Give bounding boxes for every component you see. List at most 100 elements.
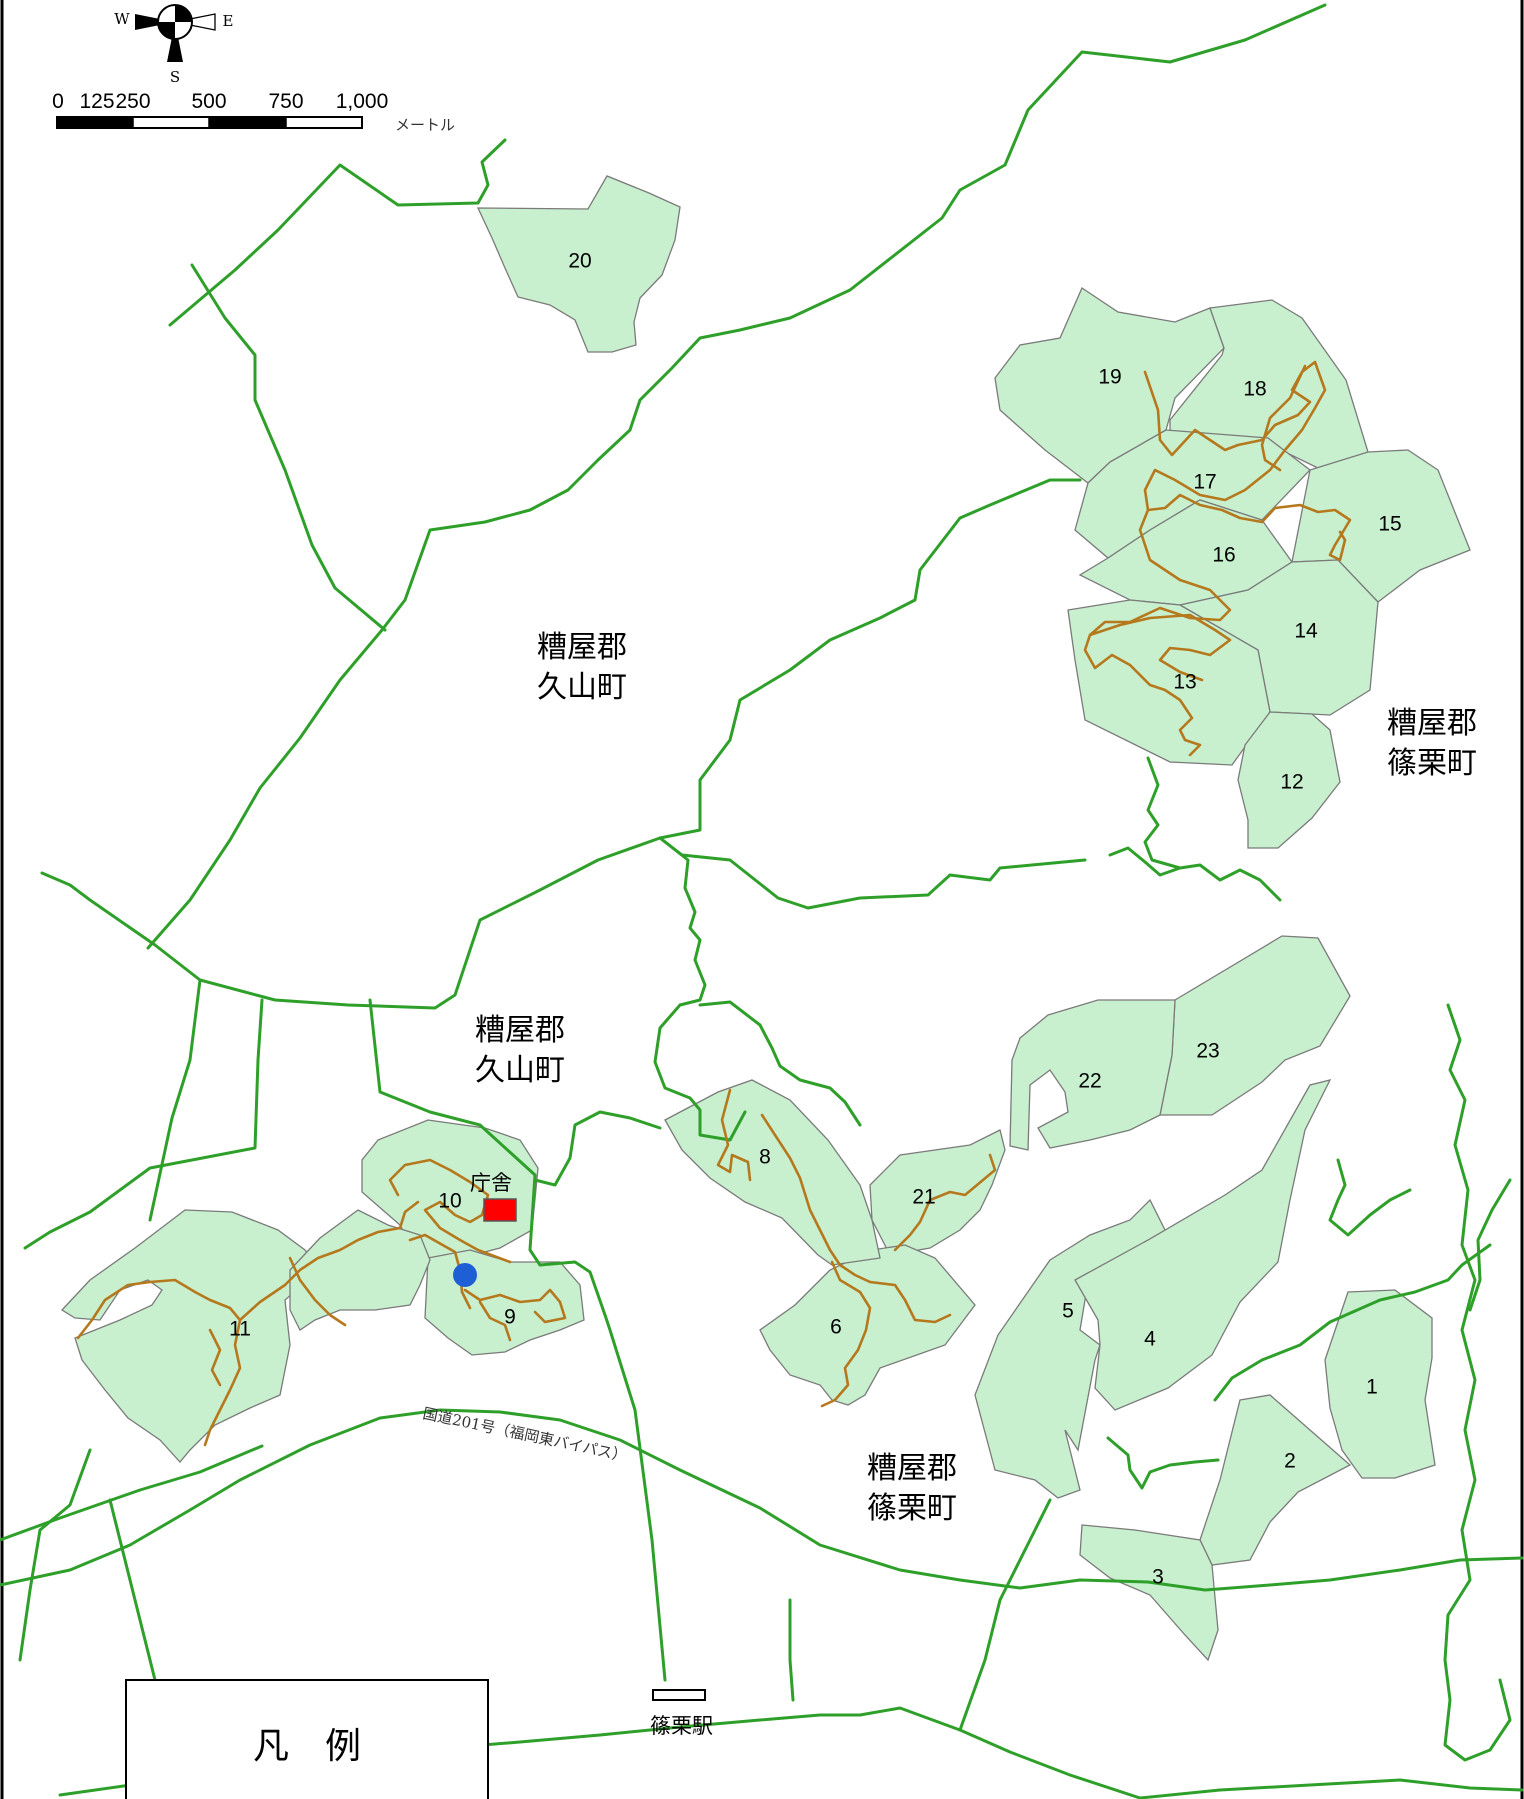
parcel-5[interactable] [974, 1198, 1171, 1499]
parcel-2[interactable] [1199, 1394, 1352, 1566]
legend: 凡 例 [125, 1679, 489, 1799]
place-hisayama-top-2: 久山町 [537, 670, 627, 705]
place-names: 糟屋郡 久山町 糟屋郡 久山町 糟屋郡 篠栗町 糟屋郡 篠栗町 [475, 630, 1477, 1526]
road-ne-main [146, 3, 1327, 950]
parcel-label-13: 13 [1173, 671, 1196, 694]
place-sasaguri-right-2: 篠栗町 [1387, 746, 1477, 781]
parcel-11[interactable] [60, 1209, 321, 1463]
trail-11 [76, 1278, 242, 1447]
road-west-vert [23, 998, 264, 1250]
parcel-20[interactable] [476, 175, 681, 353]
scale-bar: 0 125 250 500 750 1,000 メートル [52, 90, 455, 134]
road-mid-east [1213, 1243, 1492, 1402]
road-south-loop [1106, 1436, 1220, 1490]
scale-tick-1000: 1,000 [336, 90, 389, 113]
parcel-label-12: 12 [1280, 771, 1303, 794]
road-south-center2 [958, 1498, 1052, 1732]
parcel-21[interactable] [869, 1129, 1006, 1256]
road-center-n [658, 836, 1087, 910]
trail-9b [478, 1300, 512, 1342]
trail-13-17 [1083, 360, 1327, 757]
parcel-label-23: 23 [1196, 1040, 1219, 1063]
station: 篠栗駅 [650, 1689, 713, 1738]
compass: W E S [114, 4, 234, 86]
trail-8b [760, 1113, 872, 1284]
scale-tick-750: 750 [268, 90, 303, 113]
parcel-3[interactable] [1079, 1524, 1219, 1662]
parcel-11b[interactable] [289, 1209, 431, 1331]
roads [0, 3, 1524, 1799]
place-sasaguri-bottom-2: 篠栗町 [867, 1491, 957, 1526]
parcel-label-5: 5 [1062, 1300, 1074, 1323]
place-sasaguri-right-1: 糟屋郡 [1387, 706, 1477, 741]
road-east-branch [1468, 1178, 1512, 1312]
road-west [40, 478, 1082, 1010]
trail-9 [463, 1288, 567, 1324]
office-marker[interactable] [483, 1198, 517, 1222]
place-sasaguri-bottom-1: 糟屋郡 [867, 1451, 957, 1486]
trail-11c [288, 1256, 347, 1327]
compass-south-arrow [167, 22, 183, 62]
road-west-lower [368, 998, 667, 1682]
place-hisayama-top-1: 糟屋郡 [537, 630, 627, 665]
trail-11d [208, 1328, 222, 1387]
road-bottom-left2 [18, 1448, 92, 1662]
parcel-label-8: 8 [759, 1146, 771, 1169]
trail-13-inner [1088, 613, 1232, 682]
place-hisayama-mid-2: 久山町 [475, 1053, 565, 1088]
trail-17-16 [1146, 493, 1352, 562]
trail-6b [868, 1280, 952, 1324]
parcel-labels: 1 2 3 4 5 6 8 9 10 11 12 13 14 15 16 17 … [229, 250, 1402, 1589]
route-201 [0, 1408, 1524, 1592]
forest-parcels [60, 175, 1471, 1662]
road-nw [168, 138, 507, 327]
road-office-link [533, 1110, 662, 1187]
road-south-west [0, 1444, 264, 1542]
route-201-label: 国道201号（福岡東バイパス） [421, 1404, 629, 1465]
trail-11b [238, 1200, 420, 1322]
parcel-label-22: 22 [1078, 1070, 1101, 1093]
scale-tick-250: 250 [115, 90, 150, 113]
trail-10 [388, 1158, 512, 1264]
parcel-label-11: 11 [229, 1318, 251, 1341]
parcel-1[interactable] [1324, 1289, 1436, 1479]
compass-west-label: W [114, 10, 130, 28]
road-southeast [1138, 1778, 1524, 1799]
markers: 庁舎 [453, 1171, 517, 1287]
parcel-22[interactable] [1009, 999, 1176, 1151]
forest-trails [76, 360, 1352, 1447]
compass-east-label: E [223, 12, 234, 30]
parcel-label-21: 21 [912, 1186, 935, 1209]
parcel-label-2: 2 [1284, 1450, 1296, 1473]
trail-18 [1260, 364, 1307, 472]
road-west-loop [148, 978, 202, 1222]
parcel-label-6: 6 [830, 1316, 842, 1339]
parcel-label-17: 17 [1193, 471, 1216, 494]
parcel-4[interactable] [1074, 1079, 1332, 1411]
scale-tick-500: 500 [191, 90, 226, 113]
station-label: 篠栗駅 [650, 1714, 713, 1738]
parcel-label-10: 10 [438, 1190, 461, 1213]
parcel-label-20: 20 [568, 250, 591, 273]
station-marker[interactable] [652, 1689, 706, 1701]
legend-title: 凡 例 [253, 1726, 361, 1767]
road-nw-branch [190, 263, 387, 632]
road-east-loop [1328, 1158, 1412, 1237]
road-mid-n [698, 1000, 862, 1127]
parcel-label-14: 14 [1294, 620, 1318, 643]
trail-6 [820, 1260, 872, 1408]
compass-west-arrow [135, 14, 175, 30]
parcel-label-19: 19 [1098, 366, 1121, 389]
parcel-8[interactable] [664, 1079, 881, 1266]
scale-unit: メートル [395, 116, 455, 134]
office-label: 庁舎 [470, 1171, 512, 1195]
road-center [653, 836, 747, 1142]
point-marker[interactable] [453, 1263, 477, 1287]
parcel-12[interactable] [1237, 711, 1341, 849]
parcel-label-1: 1 [1366, 1376, 1378, 1399]
road-south-center [788, 1598, 795, 1702]
trail-8 [716, 1088, 752, 1182]
scale-tick-125: 125 [79, 90, 114, 113]
legend-box [125, 1679, 489, 1799]
